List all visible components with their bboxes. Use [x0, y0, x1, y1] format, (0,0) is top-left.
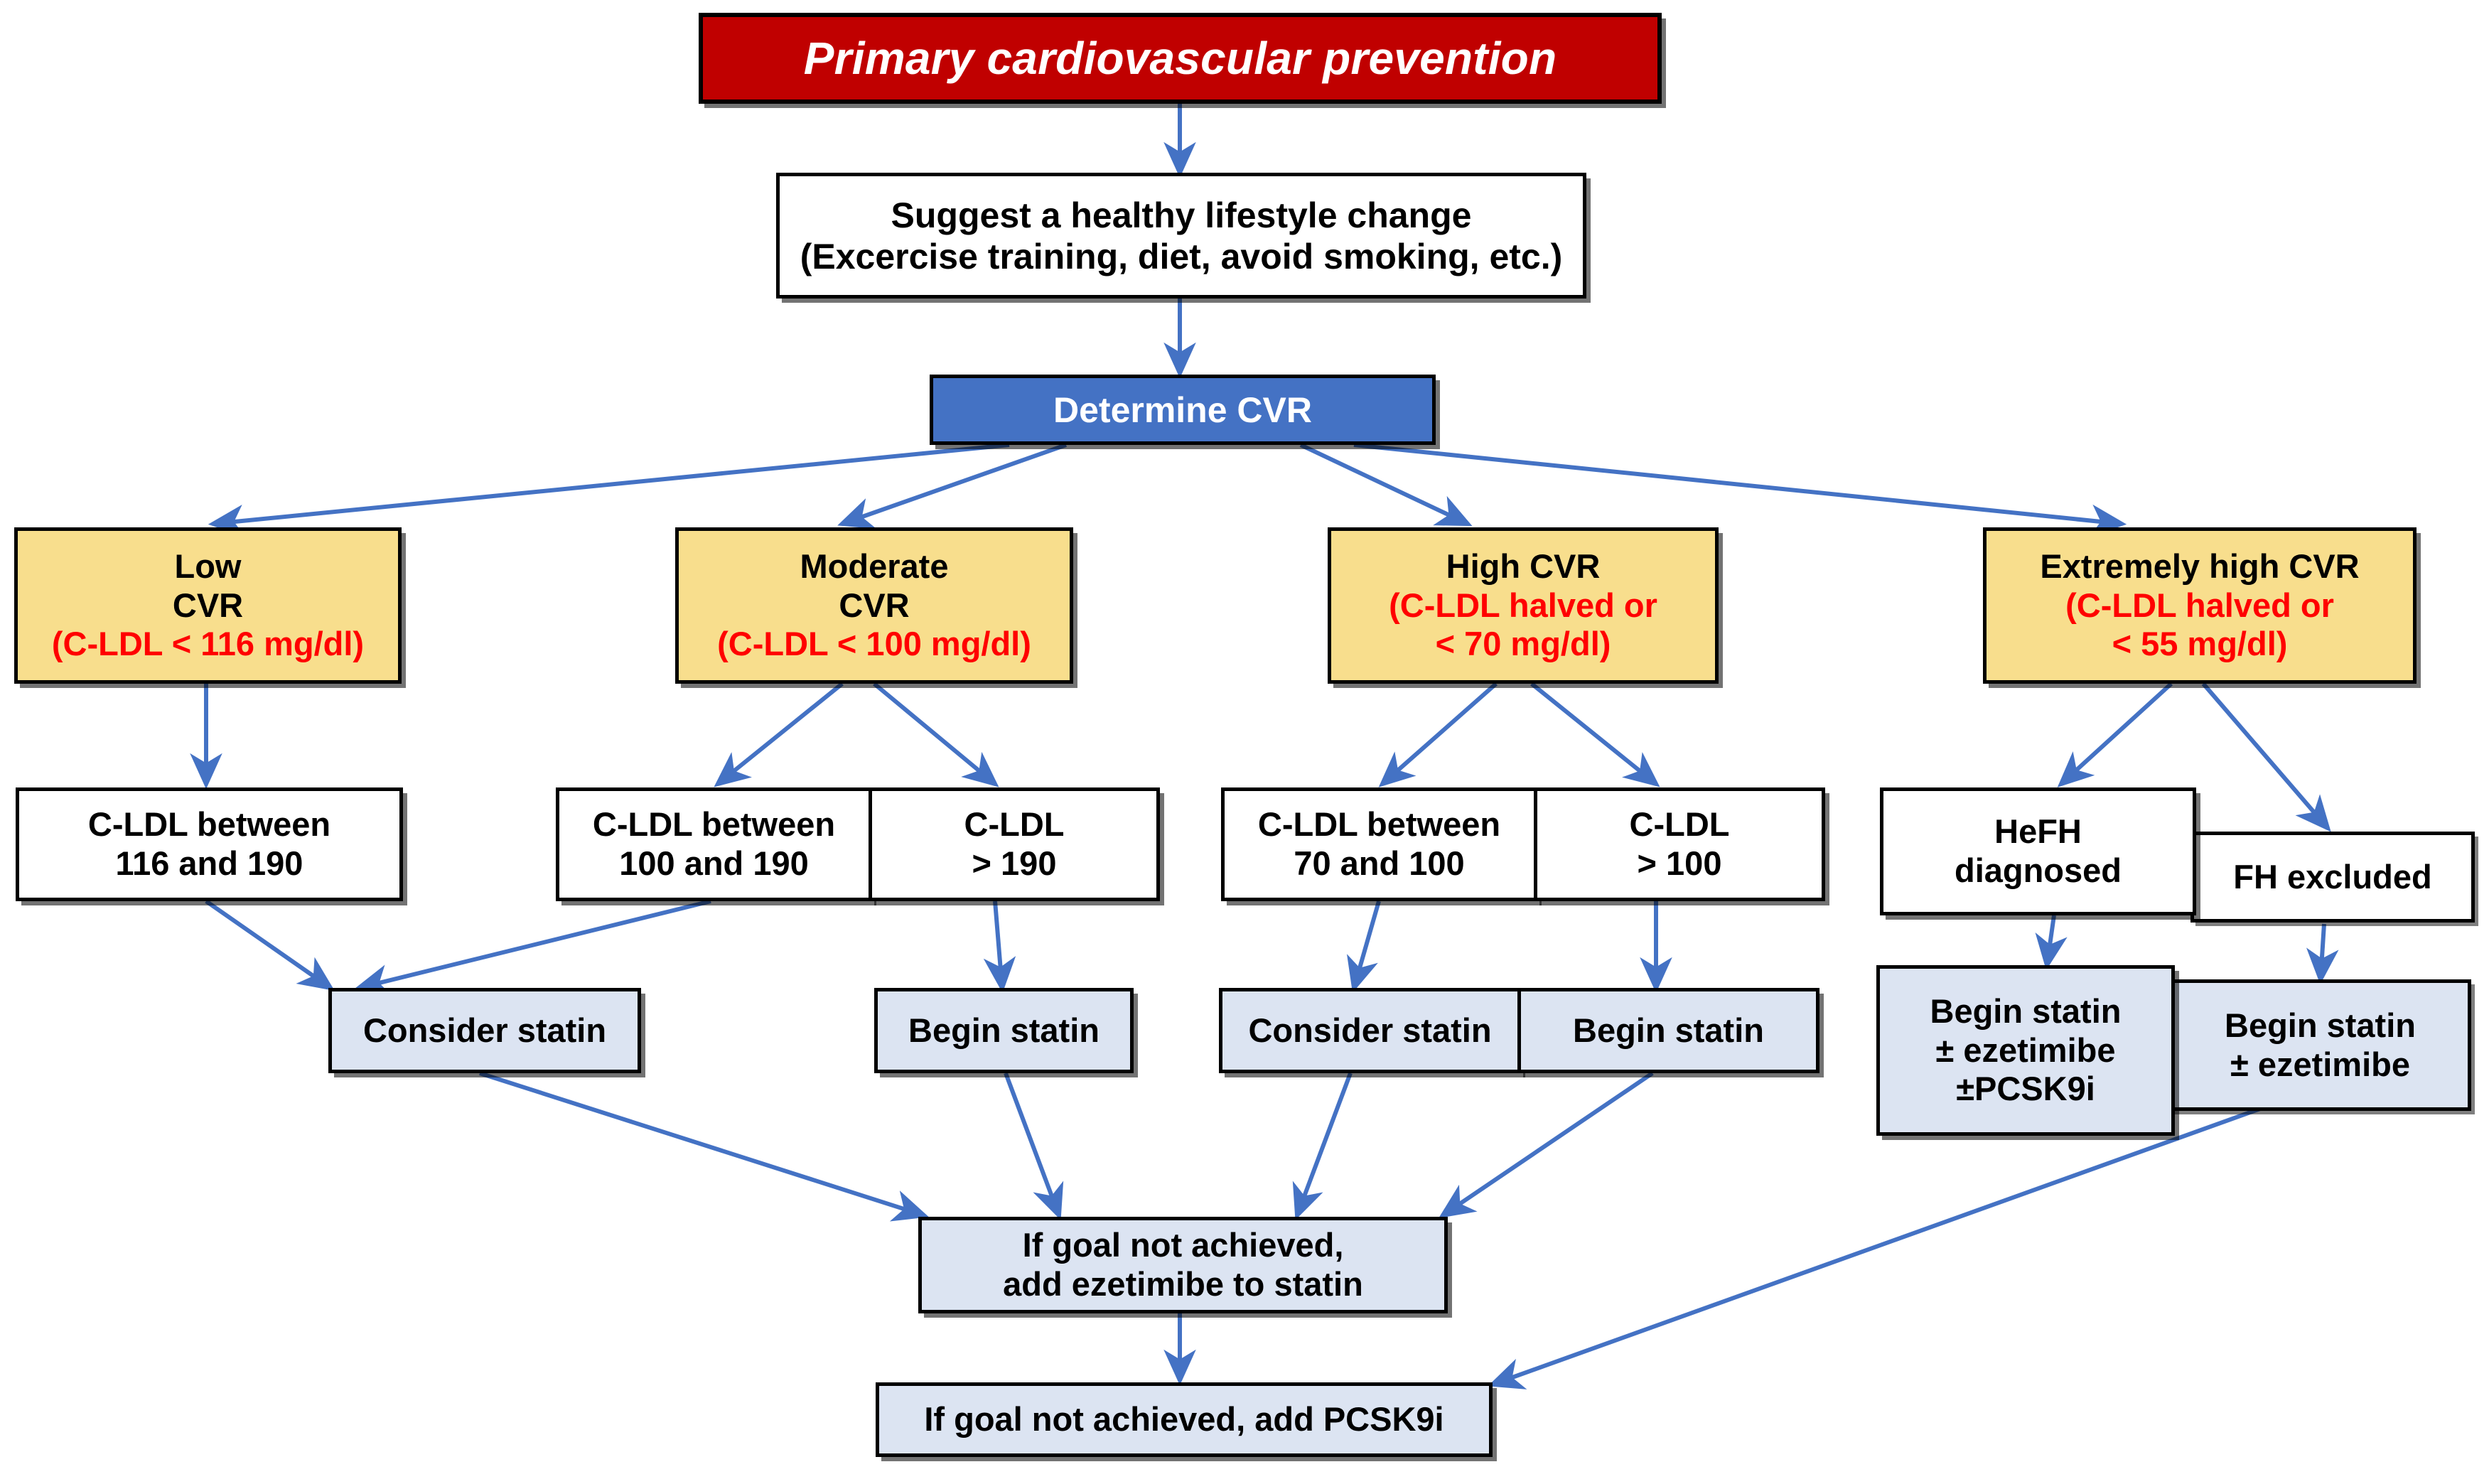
edge-modbegin-ezetimibe: [1004, 1072, 1064, 1220]
edge-determine-extreme: [1353, 443, 2127, 537]
node-hefh-diagnosed[interactable]: HeFH diagnosed: [1880, 787, 2196, 915]
node-fh-excluded-label: FH excluded: [2233, 857, 2432, 896]
node-high-cvr[interactable]: High CVR (C-LDL halved or < 70 mg/dl): [1328, 527, 1719, 684]
node-low-cvr-line1: Low: [174, 547, 242, 586]
node-moderate-begin-statin[interactable]: Begin statin: [874, 988, 1134, 1073]
node-moderate-begin-statin-label: Begin statin: [908, 1011, 1100, 1049]
edge-highconsider-ezetimibe: [1292, 1072, 1353, 1220]
node-fh-treatment-line1: Begin statin: [2225, 1006, 2416, 1044]
node-high-cvr-target2: < 70 mg/dl): [1435, 625, 1611, 663]
edge-extreme-fhexcluded: [2201, 682, 2331, 832]
edge-extreme-hefh: [2057, 682, 2173, 787]
node-low-cvr-target: (C-LDL < 116 mg/dl): [51, 625, 365, 663]
node-hefh-line1: HeFH: [1994, 812, 2082, 851]
node-lifestyle[interactable]: Suggest a healthy lifestyle change (Exce…: [776, 173, 1586, 299]
node-hefh-treatment[interactable]: Begin statin ± ezetimibe ±PCSK9i: [1876, 965, 2175, 1136]
node-fh-excluded[interactable]: FH excluded: [2190, 832, 2475, 923]
node-high-range-a-line2: 70 and 100: [1294, 844, 1465, 882]
node-title[interactable]: Primary cardiovascular prevention: [699, 13, 1662, 104]
node-add-ezetimibe-line1: If goal not achieved,: [1022, 1226, 1344, 1264]
node-high-consider-statin[interactable]: Consider statin: [1219, 988, 1521, 1073]
edge-moderate-range-b: [873, 682, 999, 787]
node-add-ezetimibe-line2: add ezetimibe to statin: [1003, 1265, 1363, 1303]
node-moderate-cvr-line1: Moderate: [800, 547, 949, 586]
edge-moderate-range-a: [714, 682, 844, 787]
node-fh-treatment[interactable]: Begin statin ± ezetimibe: [2169, 979, 2471, 1111]
node-low-consider-statin-label: Consider statin: [362, 1011, 607, 1049]
node-high-consider-statin-label: Consider statin: [1248, 1011, 1492, 1049]
node-moderate-range-a-line1: C-LDL between: [592, 805, 836, 844]
node-add-pcsk9i-label: If goal not achieved, add PCSK9i: [924, 1400, 1444, 1439]
node-extreme-cvr[interactable]: Extremely high CVR (C-LDL halved or < 55…: [1983, 527, 2417, 684]
node-high-cvr-line1: High CVR: [1446, 547, 1601, 586]
edge-highrangea-consider: [1346, 900, 1381, 993]
node-hefh-treatment-line1: Begin statin: [1930, 992, 2122, 1031]
node-lifestyle-line2: (Excercise training, diet, avoid smoking…: [800, 236, 1563, 276]
node-moderate-cvr[interactable]: Moderate CVR (C-LDL < 100 mg/dl): [675, 527, 1073, 684]
edge-hefh-treat: [2035, 915, 2068, 971]
node-extreme-cvr-target1: (C-LDL halved or: [2065, 586, 2334, 624]
node-high-range-b-line2: > 100: [1637, 844, 1722, 882]
edge-highbegin-ezetimibe: [1439, 1071, 1654, 1219]
node-high-begin-statin[interactable]: Begin statin: [1517, 988, 1819, 1073]
node-moderate-cvr-target: (C-LDL < 100 mg/dl): [717, 625, 1031, 663]
node-moderate-range-b-line2: > 190: [972, 844, 1057, 882]
edge-high-range-a: [1378, 682, 1498, 787]
edge-determine-moderate: [837, 443, 1067, 529]
edge-high-range-b: [1530, 682, 1660, 787]
node-high-range-a[interactable]: C-LDL between 70 and 100: [1221, 787, 1537, 901]
node-high-range-a-line1: C-LDL between: [1257, 805, 1501, 844]
node-moderate-range-b-line1: C-LDL: [964, 805, 1065, 844]
edge-modrangeb-begin: [983, 900, 1016, 994]
node-hefh-line2: diagnosed: [1954, 851, 2122, 889]
node-low-range[interactable]: C-LDL between 116 and 190: [16, 787, 403, 901]
node-moderate-range-a-line2: 100 and 190: [619, 844, 809, 882]
edge-modrangea-consider: [354, 899, 711, 996]
node-add-ezetimibe[interactable]: If goal not achieved, add ezetimibe to s…: [918, 1217, 1448, 1313]
node-determine-cvr[interactable]: Determine CVR: [930, 375, 1436, 445]
node-hefh-treatment-line3: ±PCSK9i: [1956, 1070, 2095, 1108]
node-fh-treatment-line2: ± ezetimibe: [2230, 1045, 2411, 1083]
node-title-line1: Primary cardiovascular prevention: [803, 32, 1557, 84]
node-lifestyle-line1: Suggest a healthy lifestyle change: [891, 195, 1472, 235]
node-add-pcsk9i[interactable]: If goal not achieved, add PCSK9i: [876, 1382, 1493, 1457]
node-low-range-line1: C-LDL between: [87, 805, 331, 844]
node-high-cvr-target1: (C-LDL halved or: [1389, 586, 1657, 624]
edge-fhtreat-pcsk9i: [1488, 1107, 2262, 1389]
node-high-range-b-line1: C-LDL: [1629, 805, 1730, 844]
node-determine-cvr-label: Determine CVR: [1053, 389, 1312, 430]
node-extreme-cvr-target2: < 55 mg/dl): [2112, 625, 2288, 663]
node-low-consider-statin[interactable]: Consider statin: [328, 988, 641, 1073]
node-low-cvr[interactable]: Low CVR (C-LDL < 116 mg/dl): [14, 527, 402, 684]
edge-fhexcluded-treat: [2306, 923, 2339, 985]
node-low-cvr-line2: CVR: [172, 586, 244, 624]
node-moderate-range-b[interactable]: C-LDL > 190: [869, 787, 1160, 901]
node-hefh-treatment-line2: ± ezetimibe: [1935, 1031, 2116, 1069]
node-moderate-range-a[interactable]: C-LDL between 100 and 190: [556, 787, 872, 901]
edge-determine-low: [208, 443, 1010, 537]
node-high-begin-statin-label: Begin statin: [1573, 1011, 1764, 1049]
node-moderate-cvr-line2: CVR: [839, 586, 910, 624]
edge-lowrange-consider: [205, 899, 335, 991]
edge-determine-high: [1299, 443, 1473, 527]
node-low-range-line2: 116 and 190: [115, 844, 303, 882]
node-extreme-cvr-line1: Extremely high CVR: [2040, 547, 2360, 586]
edge-consider-ezetimibe: [479, 1071, 929, 1222]
node-high-range-b[interactable]: C-LDL > 100: [1534, 787, 1825, 901]
